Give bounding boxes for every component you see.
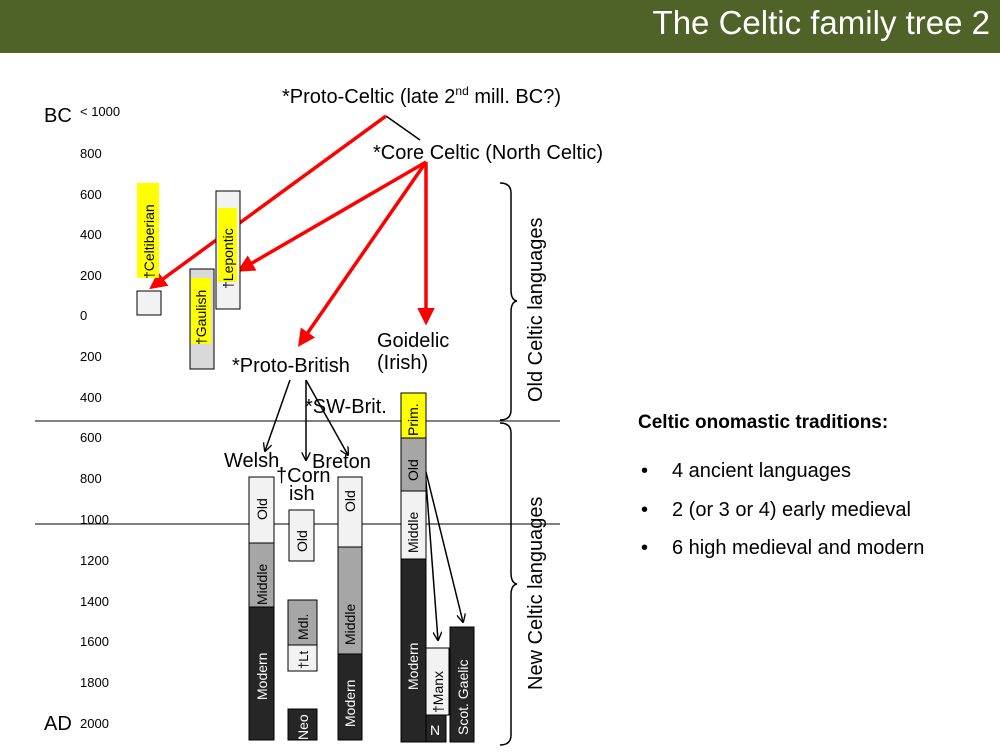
bar-label-gaulish: †Gaulish [193, 290, 209, 345]
list-item: • 4 ancient languages [638, 460, 924, 499]
tick-label: 0 [80, 308, 87, 323]
tick-label: 1600 [80, 634, 109, 649]
tick-label: 1800 [80, 675, 109, 690]
title-bar: The Celtic family tree 2 [0, 0, 1000, 53]
onomastic-panel: Celtic onomastic traditions: • 4 ancient … [638, 412, 924, 576]
bar-manx: †Manx [425, 647, 450, 716]
node-welsh: Welsh [224, 450, 279, 472]
tick-label: 2000 [80, 716, 109, 731]
tick-label: 400 [80, 390, 102, 405]
bar-lepontic: †Lepontic [215, 190, 241, 310]
bar-label-irish-middle: Middle [405, 512, 421, 553]
bar-label-scot-gaelic: Scot. Gaelic [455, 660, 471, 735]
bar-label-welsh-old: Old [254, 498, 270, 520]
bar-scot-gaelic: Scot. Gaelic [449, 626, 475, 743]
list-item: • 2 (or 3 or 4) early medieval [638, 499, 924, 538]
tick-label: 800 [80, 146, 102, 161]
bracket-label-new-celtic: New Celtic languages [525, 497, 547, 690]
bar-label-irish-prim: Prim. [405, 403, 421, 436]
red-arrows [149, 114, 435, 347]
panel-heading: Celtic onomastic traditions: [638, 412, 889, 433]
node-breton: Breton [312, 451, 371, 473]
bar-gaulish: †Gaulish [189, 268, 215, 370]
tick-label: 1200 [80, 553, 109, 568]
era-bc-label: BC [44, 105, 72, 127]
bar-label-irish-old: Old [405, 459, 421, 481]
bar-label-manx: †Manx [430, 671, 446, 713]
tick-label: 800 [80, 471, 102, 486]
arrow-to-celtiberian [149, 114, 388, 290]
bullet-icon: • [641, 460, 649, 482]
bullet-icon: • [641, 537, 649, 559]
timeline-ticks: < 1000 800 600 400 200 0 200 400 600 800… [80, 104, 120, 731]
tick-label: < 1000 [80, 104, 120, 119]
node-goidelic: Goidelic [377, 330, 449, 352]
black-arrows [265, 379, 463, 640]
arrow-to-proto-british [298, 161, 428, 347]
bracket-old-celtic [499, 182, 518, 421]
bar-label-cornish-lt: †Lt [296, 651, 311, 669]
list-item-text: 2 (or 3 or 4) early medieval [672, 498, 911, 521]
bar-label-irish-n: N [430, 722, 440, 738]
node-cornish: †Corn [276, 465, 330, 487]
bar-label-breton-modern: Modern [342, 680, 358, 727]
node-goidelic-irish: (Irish) [377, 352, 428, 374]
bar-welsh: Old Middle Modern [248, 476, 275, 741]
arrow-to-breton [305, 379, 348, 455]
bar-label-celtiberian: †Celtiberian [141, 204, 157, 279]
tick-label: 200 [80, 349, 102, 364]
tick-label: 400 [80, 227, 102, 242]
list-item-text: 6 high medieval and modern [672, 537, 925, 559]
bar-label-cornish-old: Old [294, 530, 310, 552]
era-ad-label: AD [44, 713, 72, 735]
bar-irish: Prim. Old Middle Modern N [400, 392, 447, 743]
panel-list: • 4 ancient languages • 2 (or 3 or 4) earl… [638, 460, 924, 576]
list-item-text: 4 ancient languages [672, 460, 852, 482]
bracket-label-old-celtic: Old Celtic languages [525, 217, 547, 402]
tick-label: 1000 [80, 512, 109, 527]
connector-proto-core [385, 115, 421, 141]
bar-label-lepontic: †Lepontic [220, 228, 236, 289]
node-core-celtic: *Core Celtic (North Celtic) [373, 142, 603, 164]
tick-label: 1400 [80, 594, 109, 609]
tick-label: 200 [80, 268, 102, 283]
arrow-to-welsh [265, 379, 291, 451]
tick-label: 600 [80, 187, 102, 202]
bullet-icon: • [641, 498, 649, 521]
bar-label-cornish-neo: Neo [295, 714, 311, 740]
node-sw-brit: *SW-Brit. [305, 396, 387, 418]
bracket-new-celtic [499, 422, 518, 746]
arrow-to-lepontic [236, 160, 427, 272]
slide-title: The Celtic family tree 2 [652, 4, 990, 41]
node-cornish-2: ish [289, 483, 315, 505]
bar-label-welsh-middle: Middle [254, 564, 270, 605]
bar-label-cornish-mdl: Mdl. [295, 614, 311, 640]
bar-cornish: Old Mdl. †Lt Neo [287, 509, 318, 741]
bar-label-breton-middle: Middle [342, 604, 358, 645]
bar-label-breton-old: Old [342, 490, 358, 512]
bar-celtiberian: †Celtiberian [136, 183, 162, 316]
node-proto-british: *Proto-British [232, 355, 350, 377]
node-proto-celtic: *Proto-Celtic (late 2nd mill. BC?) [282, 84, 561, 108]
tick-label: 600 [80, 430, 102, 445]
arrow-to-manx [424, 467, 438, 640]
bar-breton: Old Middle Modern [337, 476, 363, 741]
arrow-to-scot-gaelic [424, 467, 463, 622]
list-item: • 6 high medieval and modern [638, 537, 924, 576]
bar-label-irish-modern: Modern [405, 643, 421, 690]
bar-label-welsh-modern: Modern [254, 653, 270, 700]
